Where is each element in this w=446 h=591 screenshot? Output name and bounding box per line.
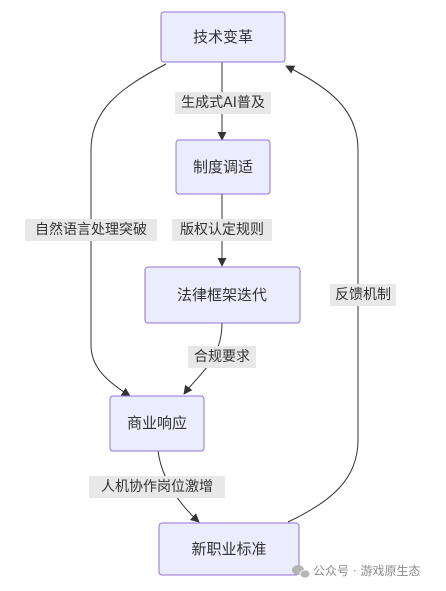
edge-label-text: 合规要求 bbox=[194, 349, 250, 365]
edge-label-policy-law: 版权认定规则 bbox=[172, 219, 272, 241]
wechat-icon bbox=[292, 565, 311, 579]
node-policy: 制度调适 bbox=[175, 139, 271, 195]
edge-label-tech-business: 自然语言处理突破 bbox=[25, 219, 157, 241]
node-label: 新职业标准 bbox=[191, 540, 266, 558]
edge-label-text: 人机协作岗位激增 bbox=[101, 478, 213, 495]
edge-label-career-tech: 反馈机制 bbox=[330, 284, 396, 306]
edge-label-text: 反馈机制 bbox=[335, 287, 391, 303]
node-label: 商业响应 bbox=[127, 414, 187, 432]
node-tech: 技术变革 bbox=[160, 11, 286, 63]
node-law: 法律框架迭代 bbox=[144, 266, 301, 324]
edge-label-text: 生成式AI普及 bbox=[181, 95, 265, 111]
watermark: 公众号 · 游戏原生态 bbox=[292, 564, 420, 579]
edge-label-law-business: 合规要求 bbox=[188, 346, 256, 368]
edge-tech-to-business bbox=[90, 63, 167, 397]
node-career: 新职业标准 bbox=[158, 522, 300, 576]
watermark-text: 公众号 · 游戏原生态 bbox=[313, 564, 420, 578]
edge-label-text: 版权认定规则 bbox=[180, 222, 264, 238]
edge-label-tech-policy: 生成式AI普及 bbox=[175, 92, 271, 114]
edge-label-text: 自然语言处理突破 bbox=[35, 221, 147, 238]
node-label: 技术变革 bbox=[193, 28, 253, 46]
node-label: 制度调适 bbox=[193, 158, 253, 176]
node-label: 法律框架迭代 bbox=[177, 286, 267, 304]
node-business: 商业响应 bbox=[109, 395, 205, 452]
edge-label-business-career: 人机协作岗位激增 bbox=[89, 476, 225, 498]
